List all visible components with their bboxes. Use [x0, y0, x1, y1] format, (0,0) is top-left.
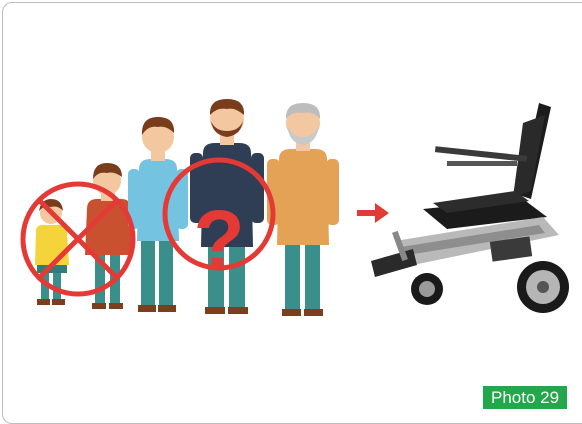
illustration: ?: [3, 3, 582, 409]
photo-caption-label: Photo 29: [491, 388, 559, 407]
elderly-man-figure: [267, 103, 339, 316]
wheelchair-image: [371, 103, 569, 313]
young-man-figure: [128, 117, 188, 312]
right-arrow-icon: [357, 203, 389, 223]
svg-text:?: ?: [193, 193, 244, 287]
